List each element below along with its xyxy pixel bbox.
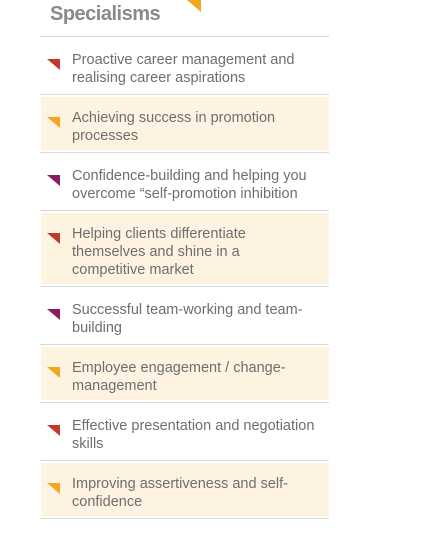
triangle-bullet-icon xyxy=(47,233,60,244)
triangle-bullet-icon xyxy=(47,117,60,128)
list-item: Achieving success in promotion processes xyxy=(40,95,329,153)
list-item: Confidence-building and helping you over… xyxy=(40,153,329,211)
list-item: Employee engagement / change-management xyxy=(40,345,329,403)
triangle-bullet-icon xyxy=(47,59,60,70)
item-label: Successful team-working and team-buildin… xyxy=(72,302,303,336)
list-item: Effective presentation and negotiation s… xyxy=(40,403,329,461)
item-label: Confidence-building and helping you over… xyxy=(72,168,307,202)
triangle-bullet-icon xyxy=(47,309,60,320)
list-item: Helping clients differentiate themselves… xyxy=(40,211,329,287)
item-label: Helping clients differentiate themselves… xyxy=(72,226,246,278)
section-heading: Specialisms xyxy=(50,3,161,25)
corner-flag-icon xyxy=(187,0,201,12)
triangle-bullet-icon xyxy=(47,175,60,186)
item-label: Employee engagement / change-management xyxy=(72,360,286,394)
list-item: Successful team-working and team-buildin… xyxy=(40,287,329,345)
triangle-bullet-icon xyxy=(47,483,60,494)
item-label: Proactive career management and realisin… xyxy=(72,52,295,86)
triangle-bullet-icon xyxy=(47,367,60,378)
triangle-bullet-icon xyxy=(47,425,60,436)
item-label: Improving assertiveness and self-confide… xyxy=(72,476,288,510)
specialisms-list: Proactive career management and realisin… xyxy=(40,36,329,519)
item-label: Achieving success in promotion processes xyxy=(72,110,276,144)
item-label: Effective presentation and negotiation s… xyxy=(72,418,315,452)
list-item: Improving assertiveness and self-confide… xyxy=(40,461,329,519)
list-item: Proactive career management and realisin… xyxy=(40,37,329,95)
